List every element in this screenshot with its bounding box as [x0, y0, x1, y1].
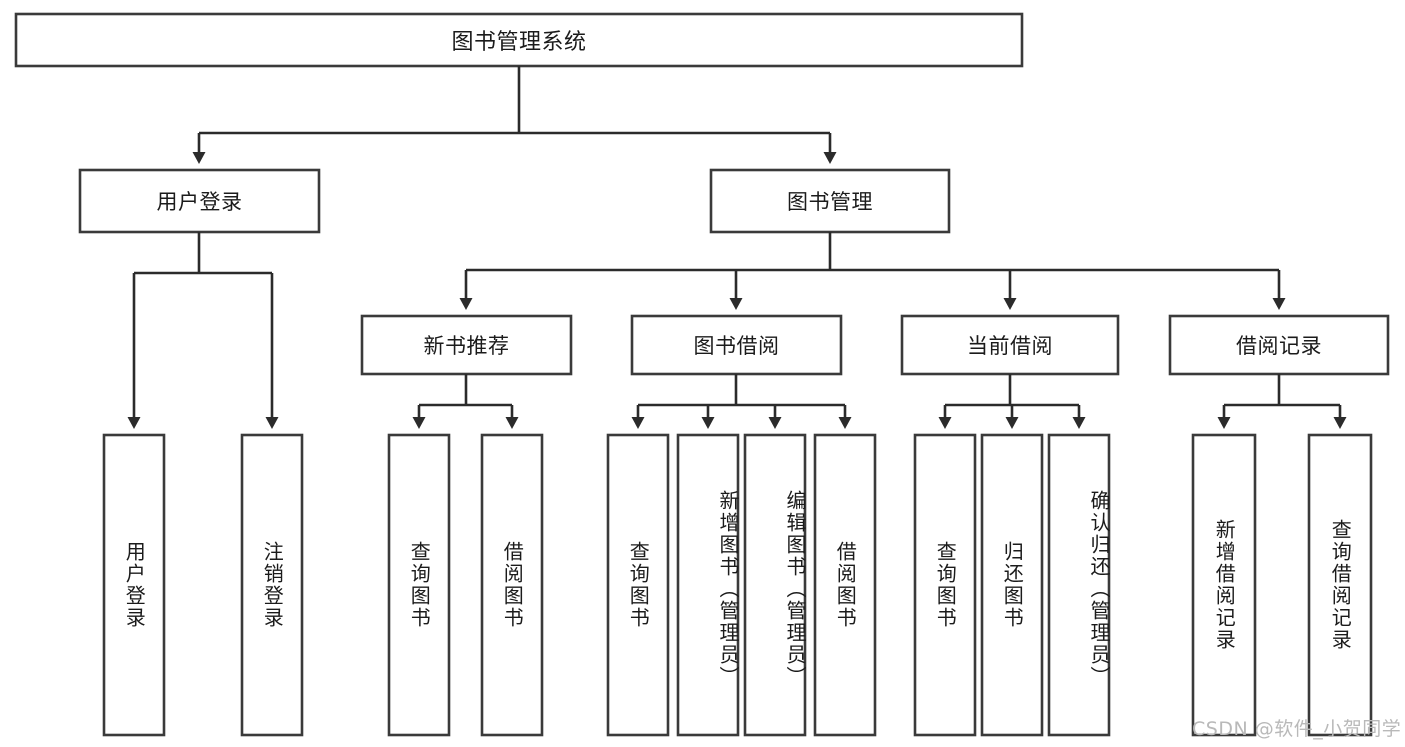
node-box-new-book-recommend[interactable] [360, 314, 573, 376]
node-box-leaf-recommend-1[interactable] [387, 433, 451, 737]
node-box-leaf-recommend-2[interactable] [480, 433, 544, 737]
node-box-leaf-current-3[interactable] [1047, 433, 1111, 737]
node-box-leaf-user-login-1[interactable] [102, 433, 166, 737]
node-box-current-borrow[interactable] [900, 314, 1120, 376]
node-box-leaf-borrow-2[interactable] [676, 433, 740, 737]
node-box-leaf-borrow-3[interactable] [743, 433, 807, 737]
node-box-book-borrow[interactable] [630, 314, 843, 376]
node-box-leaf-user-login-2[interactable] [240, 433, 304, 737]
node-box-root[interactable] [14, 12, 1024, 68]
watermark-text: CSDN @软件_小贺同学 [1192, 718, 1402, 740]
node-box-leaf-record-1[interactable] [1191, 433, 1257, 737]
node-box-user-login[interactable] [78, 168, 321, 234]
node-box-leaf-current-2[interactable] [980, 433, 1044, 737]
node-box-leaf-borrow-4[interactable] [813, 433, 877, 737]
node-box-leaf-borrow-1[interactable] [606, 433, 670, 737]
node-box-leaf-record-2[interactable] [1307, 433, 1373, 737]
node-box-leaf-current-1[interactable] [913, 433, 977, 737]
node-box-borrow-record[interactable] [1168, 314, 1390, 376]
node-box-book-manage[interactable] [709, 168, 951, 234]
